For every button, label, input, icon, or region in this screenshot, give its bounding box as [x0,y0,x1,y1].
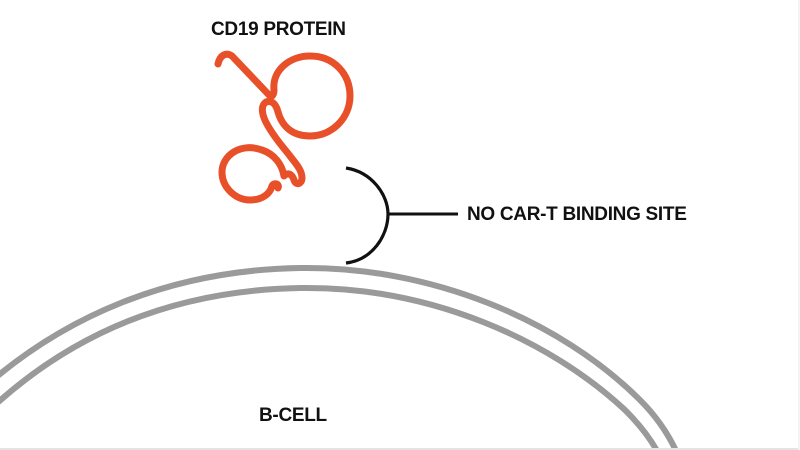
binding-site-bracket [345,166,458,265]
cd19-protein [214,50,354,204]
binding-site-label: NO CAR-T BINDING SITE [467,204,687,225]
b-cell-label: B-CELL [259,405,327,426]
frame-edge-right [798,0,800,450]
frame-edge-bottom [0,448,800,450]
b-cell-membrane [0,264,679,450]
bracket-arc [345,166,390,265]
protein-strand [214,50,354,204]
cd19-protein-label: CD19 PROTEIN [211,19,346,40]
membrane-inner [0,284,661,450]
membrane-outer [0,264,679,450]
